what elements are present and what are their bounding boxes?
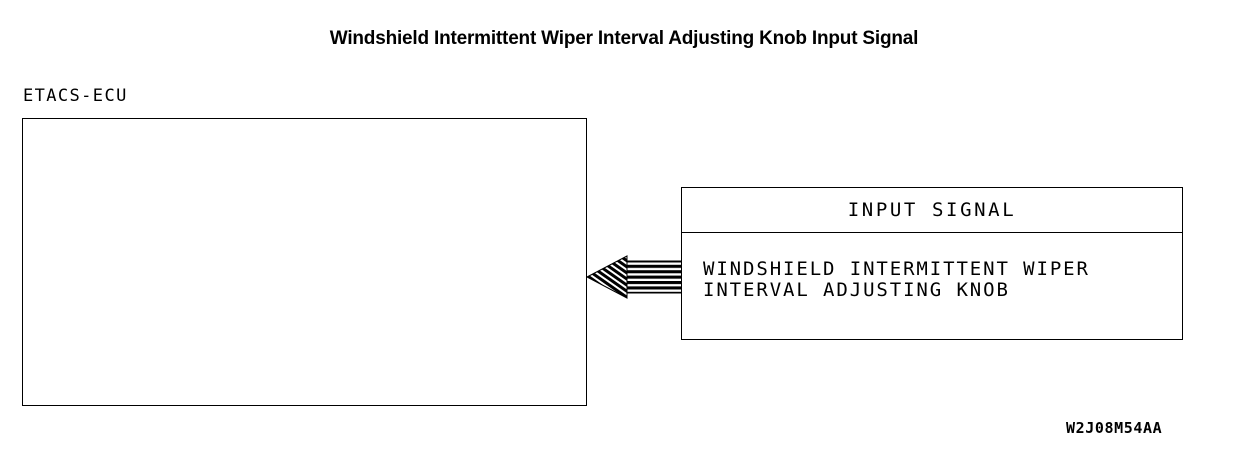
page-title: Windshield Intermittent Wiper Interval A… xyxy=(329,28,919,49)
reference-code: W2J08M54AA xyxy=(1066,419,1163,437)
input-signal-header-label: INPUT SIGNAL xyxy=(847,199,1017,221)
ecu-box-caption: ETACS-ECU xyxy=(23,86,128,106)
input-signal-description-line-2: INTERVAL ADJUSTING KNOB xyxy=(703,279,1010,301)
input-signal-header: INPUT SIGNAL xyxy=(682,188,1182,233)
input-signal-description-line-1: WINDSHIELD INTERMITTENT WIPER xyxy=(703,258,1090,280)
input-signal-box: INPUT SIGNAL WINDSHIELD INTERMITTENT WIP… xyxy=(681,187,1183,340)
input-signal-body: WINDSHIELD INTERMITTENT WIPER INTERVAL A… xyxy=(682,233,1182,339)
striped-left-arrow-icon xyxy=(585,254,685,300)
etacs-ecu-box xyxy=(22,118,587,406)
input-signal-description: WINDSHIELD INTERMITTENT WIPER INTERVAL A… xyxy=(703,259,1090,301)
